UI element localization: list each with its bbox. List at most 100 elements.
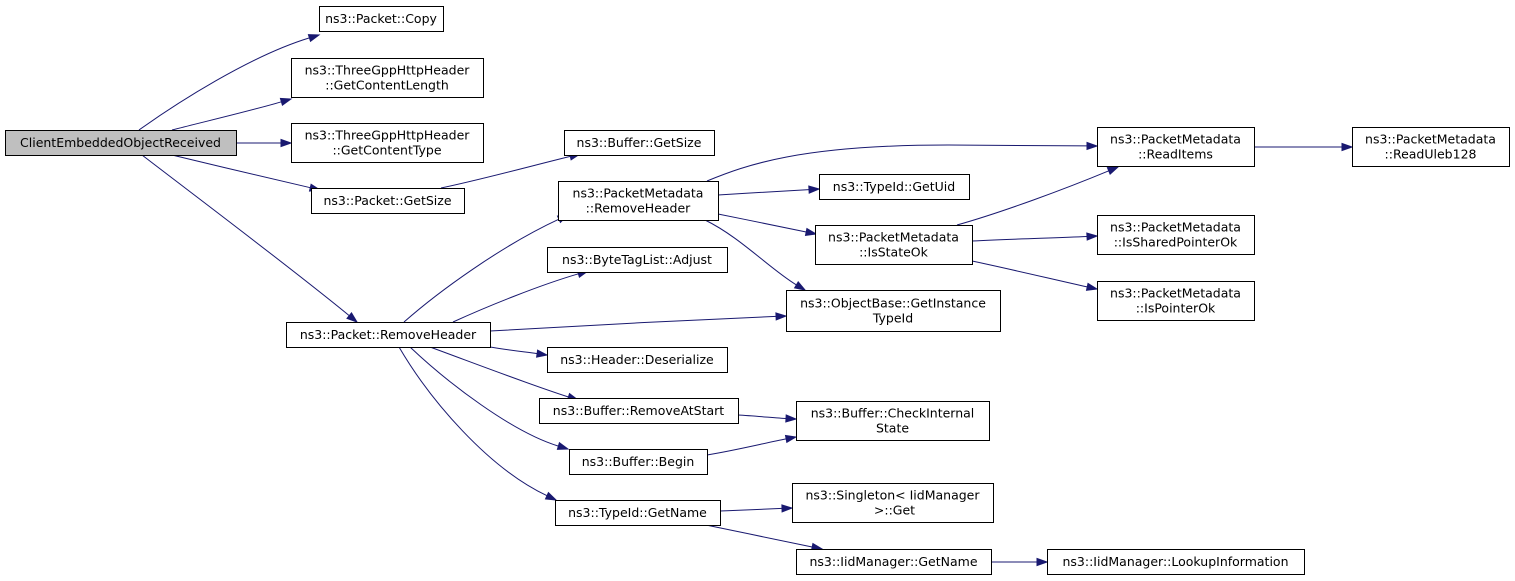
edge-line <box>489 346 538 355</box>
node-box <box>792 483 994 523</box>
edge-arrowhead <box>307 34 321 43</box>
edge-pm_removeheader-to-pm_isstateok <box>717 213 818 236</box>
edge-line <box>452 273 579 323</box>
edge-line <box>409 346 559 447</box>
node-pm-removeheader[interactable]: ns3::PacketMetadata::RemoveHeader <box>558 181 719 221</box>
edge-arrowhead <box>781 504 794 513</box>
node-label: ns3::Header::Deserialize <box>560 352 714 367</box>
node-iidmanager-getname[interactable]: ns3::IidManager::GetName <box>796 549 992 575</box>
edge-root-to-getcontentlength <box>171 97 293 131</box>
node-label: ns3::ObjectBase::GetInstance <box>800 296 986 311</box>
node-label: ns3::IidManager::LookupInformation <box>1062 554 1288 569</box>
edge-typeid_getname-to-iidmanager_getname <box>705 524 824 551</box>
node-getcontentlength[interactable]: ns3::ThreeGppHttpHeader::GetContentLengt… <box>291 58 484 98</box>
edge-arrowhead <box>784 434 798 444</box>
node-pm-ispointerok[interactable]: ns3::PacketMetadata::IsPointerOk <box>1097 281 1255 321</box>
node-box <box>796 401 990 441</box>
node-singleton-get[interactable]: ns3::Singleton< IidManager >::Get <box>792 483 994 523</box>
edge-packet_removeheader-to-buffer_begin <box>409 346 570 450</box>
node-box <box>796 549 992 575</box>
node-pm-readitems[interactable]: ns3::PacketMetadata::ReadItems <box>1097 127 1255 167</box>
node-packet-copy[interactable]: ns3::Packet::Copy <box>319 6 444 32</box>
node-buffer-removeatstart[interactable]: ns3::Buffer::RemoveAtStart <box>539 398 739 424</box>
node-box <box>569 449 708 475</box>
edge-iidmanager_getname-to-iidmanager_lookupinformation <box>991 557 1049 567</box>
edge-pm_readitems-to-pm_readuleb128 <box>1253 142 1354 152</box>
edge-arrowhead <box>280 138 293 148</box>
node-buffer-begin[interactable]: ns3::Buffer::Begin <box>569 449 708 475</box>
edge-line <box>717 213 807 233</box>
edge-arrowhead <box>804 227 818 236</box>
node-box <box>291 58 484 98</box>
node-label: ns3::PacketMetadata <box>828 230 959 245</box>
edge-pm_removeheader-to-typeid_getuid <box>717 185 821 196</box>
node-label: ns3::IidManager::GetName <box>809 554 977 569</box>
node-box <box>311 188 465 214</box>
node-box <box>539 398 739 424</box>
edge-arrowhead <box>544 491 558 501</box>
edge-typeid_getname-to-singleton_get <box>719 504 794 513</box>
edge-root-to-getcontenttype <box>235 138 293 148</box>
edge-line <box>719 507 783 512</box>
edge-line <box>141 154 350 317</box>
node-box <box>547 247 728 273</box>
node-box <box>1047 549 1305 575</box>
edge-buffer_begin-to-buffer_checkinternalstate <box>706 434 798 456</box>
edge-packet_removeheader-to-typeid_getname <box>398 346 558 501</box>
edge-packet_removeheader-to-objectbase_getinstancetypeid <box>489 312 788 332</box>
node-pm-readuleb128[interactable]: ns3::PacketMetadata::ReadUleb128 <box>1352 127 1510 167</box>
node-packet-getsize[interactable]: ns3::Packet::GetSize <box>311 188 465 214</box>
edge-line <box>429 346 569 398</box>
edge-arrowhead <box>346 312 359 323</box>
node-label: ns3::Packet::GetSize <box>323 193 451 208</box>
node-label: ::GetContentLength <box>325 78 449 93</box>
edge-line <box>971 260 1088 288</box>
edge-line <box>971 236 1088 242</box>
node-typeid-getname[interactable]: ns3::TypeId::GetName <box>555 500 721 526</box>
node-box <box>564 130 715 156</box>
node-typeid-getuid[interactable]: ns3::TypeId::GetUid <box>819 174 970 200</box>
edge-pm_isstateok-to-pm_issharedpointerok <box>971 232 1099 242</box>
node-iidmanager-lookupinformation[interactable]: ns3::IidManager::LookupInformation <box>1047 549 1305 575</box>
edge-arrowhead <box>1086 232 1099 241</box>
node-bytetaglist-adjust[interactable]: ns3::ByteTagList::Adjust <box>547 247 728 273</box>
node-header-deserialize[interactable]: ns3::Header::Deserialize <box>547 347 728 373</box>
node-box <box>1097 215 1255 255</box>
node-box <box>558 181 719 221</box>
edge-buffer_removeatstart-to-buffer_checkinternalstate <box>737 414 798 423</box>
edge-packet_removeheader-to-header_deserialize <box>489 346 549 358</box>
node-label: ns3::Singleton< IidManager <box>805 488 980 503</box>
edge-arrowhead <box>785 414 798 423</box>
node-root[interactable]: ClientEmbeddedObjectReceived <box>5 130 237 156</box>
edge-line <box>440 155 571 189</box>
node-label: ::IsPointerOk <box>1136 301 1216 316</box>
node-pm-isstateok[interactable]: ns3::PacketMetadata::IsStateOk <box>815 225 973 265</box>
node-box <box>1097 281 1255 321</box>
node-label: ::IsSharedPointerOk <box>1114 235 1238 250</box>
edge-line <box>403 218 560 323</box>
node-box <box>819 174 970 200</box>
edge-arrowhead <box>536 349 549 358</box>
edge-line <box>737 414 787 419</box>
edge-pm_removeheader-to-pm_readitems <box>706 141 1099 182</box>
node-label: ns3::Buffer::GetSize <box>577 135 702 150</box>
node-box <box>1352 127 1510 167</box>
node-label: ns3::PacketMetadata <box>1365 132 1496 147</box>
edge-line <box>171 101 282 131</box>
node-label: ns3::Buffer::Begin <box>582 454 695 469</box>
node-label: ::RemoveHeader <box>586 201 692 216</box>
edge-line <box>717 189 810 196</box>
edge-line <box>398 346 548 497</box>
node-packet-removeheader[interactable]: ns3::Packet::RemoveHeader <box>286 322 491 348</box>
node-pm-issharedpointerok[interactable]: ns3::PacketMetadata::IsSharedPointerOk <box>1097 215 1255 255</box>
node-buffer-getsize[interactable]: ns3::Buffer::GetSize <box>564 130 715 156</box>
node-label: ClientEmbeddedObjectReceived <box>20 135 221 150</box>
node-getcontenttype[interactable]: ns3::ThreeGppHttpHeader::GetContentType <box>291 123 484 163</box>
node-box <box>555 500 721 526</box>
edge-arrowhead <box>1341 142 1354 152</box>
node-label: ::ReadItems <box>1138 147 1213 162</box>
node-label: ns3::PacketMetadata <box>573 186 704 201</box>
